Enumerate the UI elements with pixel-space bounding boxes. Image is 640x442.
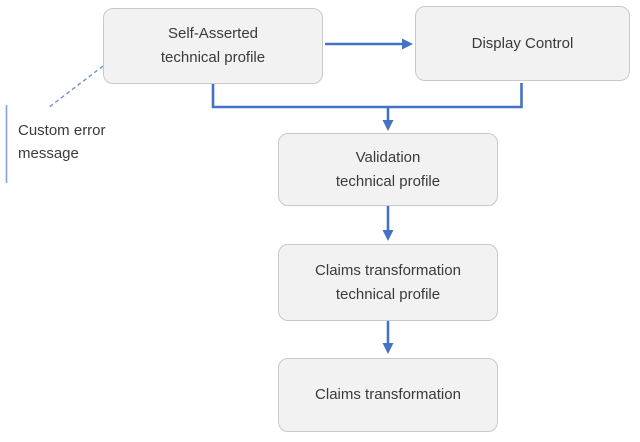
node-claims-transformation-technical-profile: Claims transformation technical profile: [278, 244, 498, 321]
custom-error-message-label: Custom error message: [18, 122, 106, 162]
node-label: Claims transformation technical profile: [315, 261, 461, 303]
node-label: Display Control: [471, 34, 574, 52]
node-self-asserted-technical-profile: Self-Asserted technical profile: [103, 8, 323, 84]
node-label: Validation technical profile: [335, 148, 441, 190]
annotation-dashed-line: [47, 65, 104, 109]
connector-elbow-junction: [211, 83, 523, 109]
node-claims-transformation: Claims transformation: [278, 358, 498, 432]
node-label: Self-Asserted technical profile: [160, 25, 266, 66]
node-label: Claims transformation: [315, 386, 461, 403]
node-display-control: Display Control: [415, 6, 630, 81]
node-validation-technical-profile: Validation technical profile: [278, 133, 498, 206]
